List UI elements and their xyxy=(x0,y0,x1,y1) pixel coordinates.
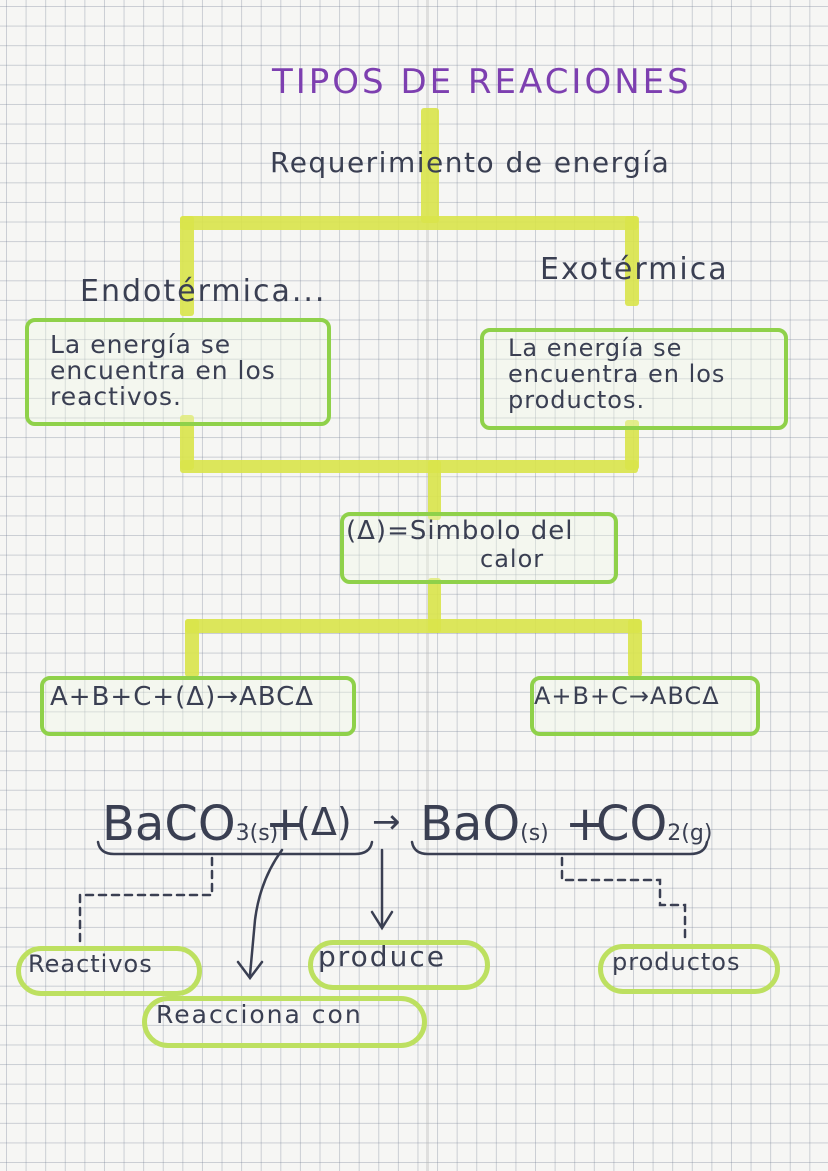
connector-bottom-bar xyxy=(185,619,641,633)
connector-right-drop xyxy=(625,216,639,306)
formula-p2-sub: 2(g) xyxy=(667,821,713,846)
formula-product-co2: CO2(g) xyxy=(596,796,712,852)
formula-reactant-bacoc3: BaCO3(s) xyxy=(102,796,278,852)
formula-r1-sub: 3(s) xyxy=(235,821,279,846)
equation-left-box xyxy=(40,676,356,736)
endo-desc-line-3: reactivos. xyxy=(50,382,182,411)
arrow-reacciona xyxy=(248,848,284,977)
formula-arrow: → xyxy=(372,802,401,842)
symbol-box xyxy=(340,512,618,584)
equation-right: A+B+C→ABCΔ xyxy=(534,682,720,710)
connector-left-drop xyxy=(180,216,194,316)
formula-delta: (Δ) xyxy=(296,800,352,844)
exo-desc-line-3: productos. xyxy=(508,386,646,414)
connector-top-bar xyxy=(180,216,638,230)
symbol-line-2: calor xyxy=(480,545,545,573)
connector-right-down xyxy=(625,420,639,470)
bracket-reactants xyxy=(96,840,374,856)
arrowhead-reacciona xyxy=(236,960,264,981)
equation-right-box xyxy=(530,676,760,736)
formula-r1: BaCO xyxy=(102,796,236,852)
exo-desc-line-1: La energía se xyxy=(508,334,683,362)
dashed-leader-productos xyxy=(560,856,687,942)
bracket-products xyxy=(410,840,709,856)
formula-plus-2: + xyxy=(565,796,606,852)
formula-p1: BaO xyxy=(420,796,521,852)
symbol-line-1: (Δ)=Simbolo del xyxy=(346,516,574,546)
formula-product-bao: BaO(s) xyxy=(420,796,549,852)
dashed-leader-reactivos xyxy=(78,856,214,944)
arrowhead-produce xyxy=(370,910,394,931)
connector-left-down xyxy=(180,415,194,470)
label-reacciona-oval xyxy=(142,996,427,1048)
label-produce: produce xyxy=(318,940,446,973)
endo-box xyxy=(25,318,331,426)
connector-title-stem xyxy=(421,108,439,223)
page-fold xyxy=(426,0,429,1171)
label-produce-oval xyxy=(308,940,490,990)
label-reactivos-oval xyxy=(16,946,202,996)
exo-heading: Exotérmica xyxy=(540,252,729,287)
formula-p1-sub: (s) xyxy=(520,821,549,846)
connector-bottom-right-drop xyxy=(628,619,642,677)
equation-left: A+B+C+(Δ)→ABCΔ xyxy=(50,682,315,712)
connector-bottom-left-drop xyxy=(185,619,199,677)
exo-desc-line-2: encuentra en los xyxy=(508,360,726,388)
formula-p2: CO xyxy=(596,796,668,852)
exo-box xyxy=(480,328,788,430)
page-title: TIPOS DE REACIONES xyxy=(272,62,692,102)
endo-desc-line-2: encuentra en los xyxy=(50,356,276,385)
label-reactivos: Reactivos xyxy=(28,950,153,978)
label-productos-oval xyxy=(598,944,780,994)
connector-center-stem xyxy=(428,460,441,520)
label-reacciona: Reacciona con xyxy=(156,1000,363,1029)
endo-desc-line-1: La energía se xyxy=(50,330,232,359)
label-productos: productos xyxy=(612,948,741,976)
endo-heading: Endotérmica... xyxy=(80,274,327,309)
formula-plus-1: + xyxy=(265,796,306,852)
connector-join-bar xyxy=(180,460,638,473)
subtitle: Requerimiento de energía xyxy=(270,146,671,179)
